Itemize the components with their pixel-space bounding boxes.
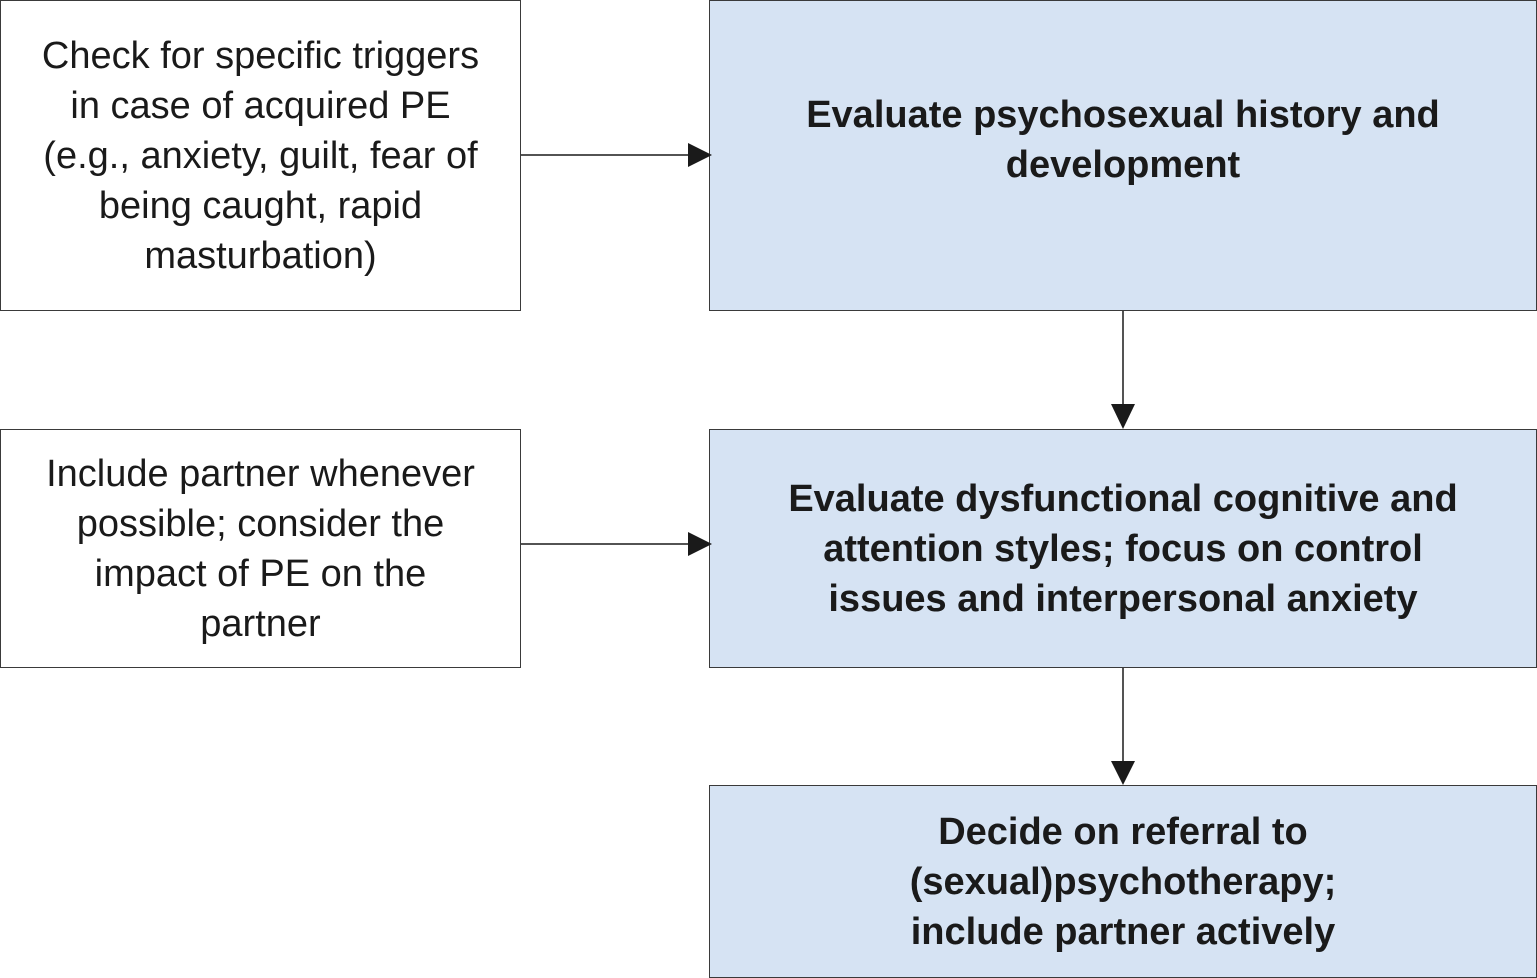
arrow-psychosexual-to-cognitive (1111, 311, 1135, 429)
arrow-cognitive-to-referral (1111, 668, 1135, 785)
box-decide-referral: Decide on referral to (sexual)psychother… (709, 785, 1537, 978)
box-evaluate-cognitive: Evaluate dysfunctional cognitive and att… (709, 429, 1537, 668)
box-evaluate-psychosexual-text: Evaluate psychosexual history and develo… (806, 93, 1440, 186)
box-include-partner: Include partner whenever possible; consi… (0, 429, 521, 668)
box-include-partner-text: Include partner whenever possible; consi… (46, 452, 475, 645)
arrow-triggers-to-psychosexual (521, 143, 712, 167)
box-check-triggers: Check for specific triggers in case of a… (0, 0, 521, 311)
box-check-triggers-text: Check for specific triggers in case of a… (41, 34, 480, 277)
box-evaluate-cognitive-text: Evaluate dysfunctional cognitive and att… (788, 477, 1458, 620)
arrow-partner-to-cognitive (521, 532, 712, 556)
box-decide-referral-text: Decide on referral to (sexual)psychother… (909, 810, 1337, 953)
box-evaluate-psychosexual: Evaluate psychosexual history and develo… (709, 0, 1537, 311)
